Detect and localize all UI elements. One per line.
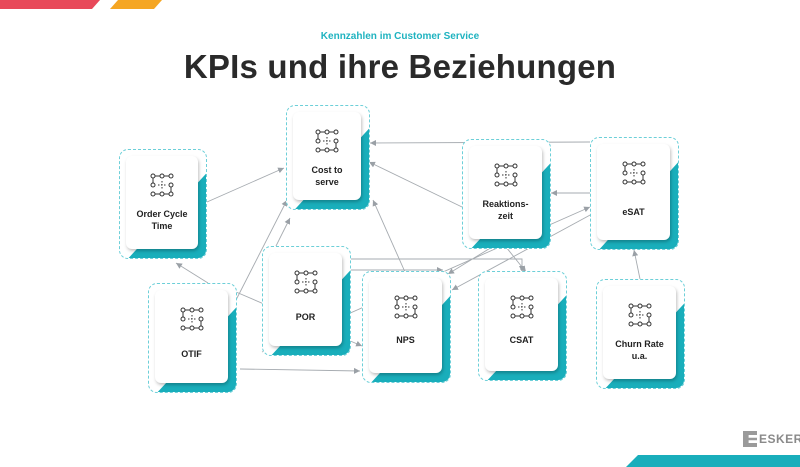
kpi-label: eSAT	[622, 207, 645, 217]
decorative-stripes	[0, 0, 162, 9]
kpi-label: CSAT	[509, 335, 534, 345]
edge-otif-to-cost	[235, 199, 288, 301]
decorative-stripe-bottom	[626, 455, 800, 467]
network-nodes-icon	[628, 303, 651, 327]
kpi-label: Order Cycle Time	[136, 209, 188, 231]
esker-logo-mark	[743, 431, 757, 447]
edge-otif-to-oct	[175, 262, 209, 284]
esker-logo: ESKER	[743, 430, 800, 448]
kpi-label: Reaktions- zeit	[482, 199, 529, 221]
edge-reaktion-to-nps	[447, 246, 493, 275]
kpi-card-otif: OTIF	[148, 283, 237, 393]
edge-esat-to-nps	[451, 213, 593, 291]
kpi-card-csat: CSAT	[478, 271, 567, 381]
kpi-card-nps: NPS	[362, 271, 451, 383]
kpi-label: NPS	[396, 335, 415, 345]
kpi-card-esat: eSAT	[590, 137, 679, 250]
kpi-label: Cost to serve	[311, 165, 343, 187]
kpi-card-reaktionszeit: Reaktions- zeit	[462, 139, 551, 249]
network-nodes-icon	[315, 129, 339, 153]
network-nodes-icon	[150, 173, 174, 197]
edge-oct-to-cost	[206, 167, 285, 203]
kpi-label: POR	[295, 312, 316, 322]
esker-logo-text: ESKER	[759, 432, 800, 446]
network-nodes-icon	[622, 161, 645, 185]
edge-churn-to-esat	[632, 249, 641, 280]
page-title: KPIs und ihre Beziehungen	[183, 48, 617, 85]
edge-reaktion-to-cost	[368, 161, 463, 208]
edge-por-to-csat-elbow	[351, 258, 525, 272]
network-nodes-icon	[294, 270, 317, 294]
page-subtitle: Kennzahlen im Customer Service	[320, 31, 480, 42]
kpi-label: OTIF	[181, 349, 202, 359]
network-nodes-icon	[394, 295, 417, 319]
edge-nps-to-cost	[372, 199, 406, 273]
kpi-label: Churn Rate u.a.	[615, 339, 664, 361]
network-nodes-icon	[494, 163, 517, 187]
edge-otif-to-nps-bottom	[239, 367, 361, 374]
kpi-card-order-cycle-time: Order Cycle Time	[119, 149, 207, 259]
network-nodes-icon	[510, 295, 533, 319]
kpi-card-cost-to-serve: Cost to serve	[286, 105, 370, 210]
kpi-card-churn-rate: Churn Rate u.a.	[596, 279, 685, 389]
network-nodes-icon	[180, 307, 203, 331]
kpi-card-por: POR	[262, 246, 351, 356]
